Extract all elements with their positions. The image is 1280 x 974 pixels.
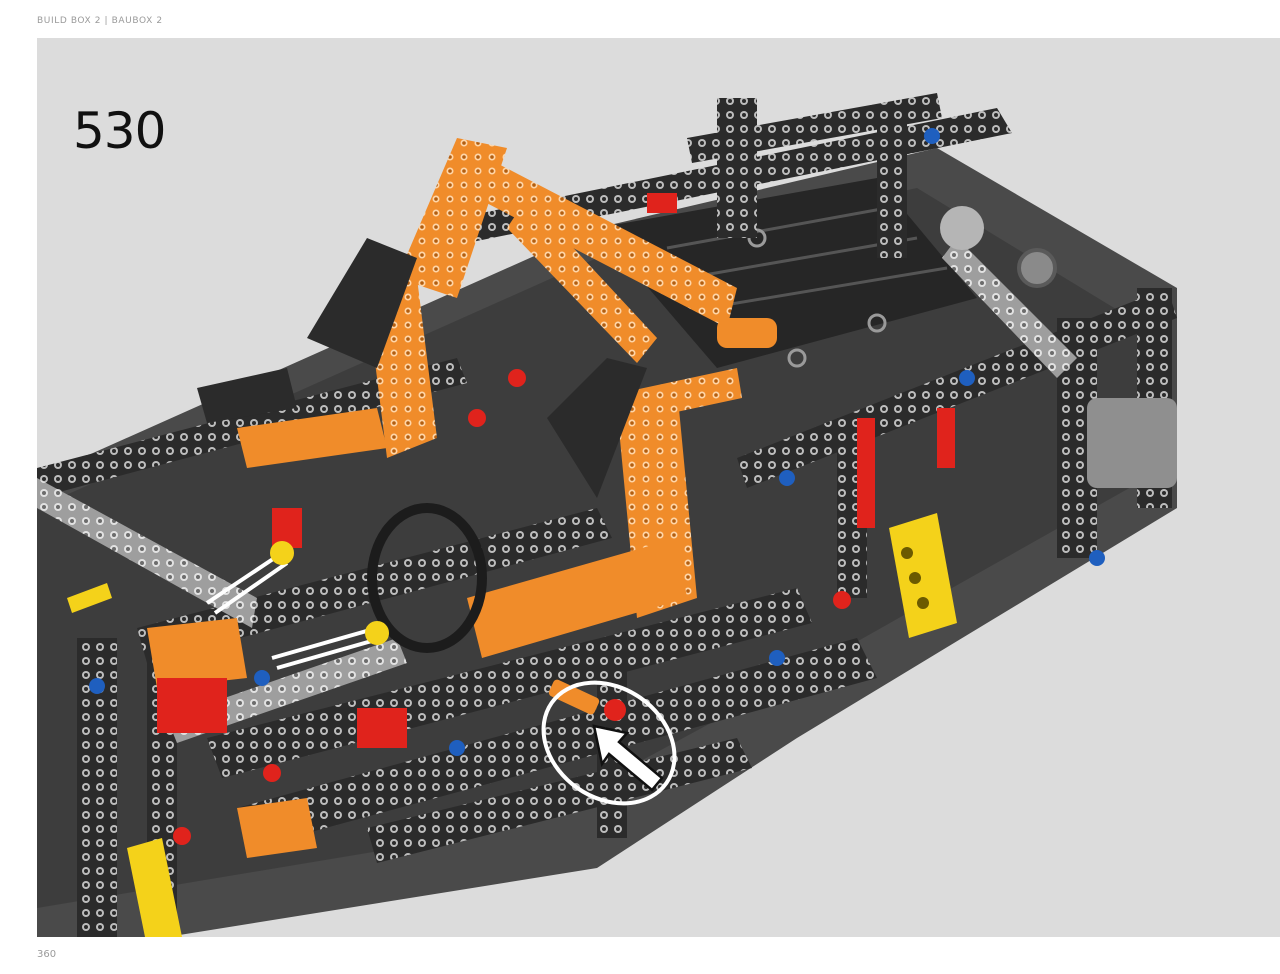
red-parts xyxy=(157,193,955,845)
blue-pins xyxy=(89,128,1105,756)
seat-backs xyxy=(197,238,647,653)
header-label: BUILD BOX 2 | BAUBOX 2 xyxy=(37,16,163,26)
rubber-bands xyxy=(205,541,389,670)
page-number: 360 xyxy=(37,949,57,960)
model-illustration xyxy=(37,93,1177,937)
highlight-ellipse xyxy=(541,680,677,806)
yellow-parts xyxy=(67,513,957,937)
instruction-panel: 530 xyxy=(37,38,1280,937)
gray-beams xyxy=(37,206,1177,743)
step-number: 530 xyxy=(73,102,166,160)
arrow-pointer-icon xyxy=(592,724,664,792)
new-part-callout xyxy=(541,679,677,806)
